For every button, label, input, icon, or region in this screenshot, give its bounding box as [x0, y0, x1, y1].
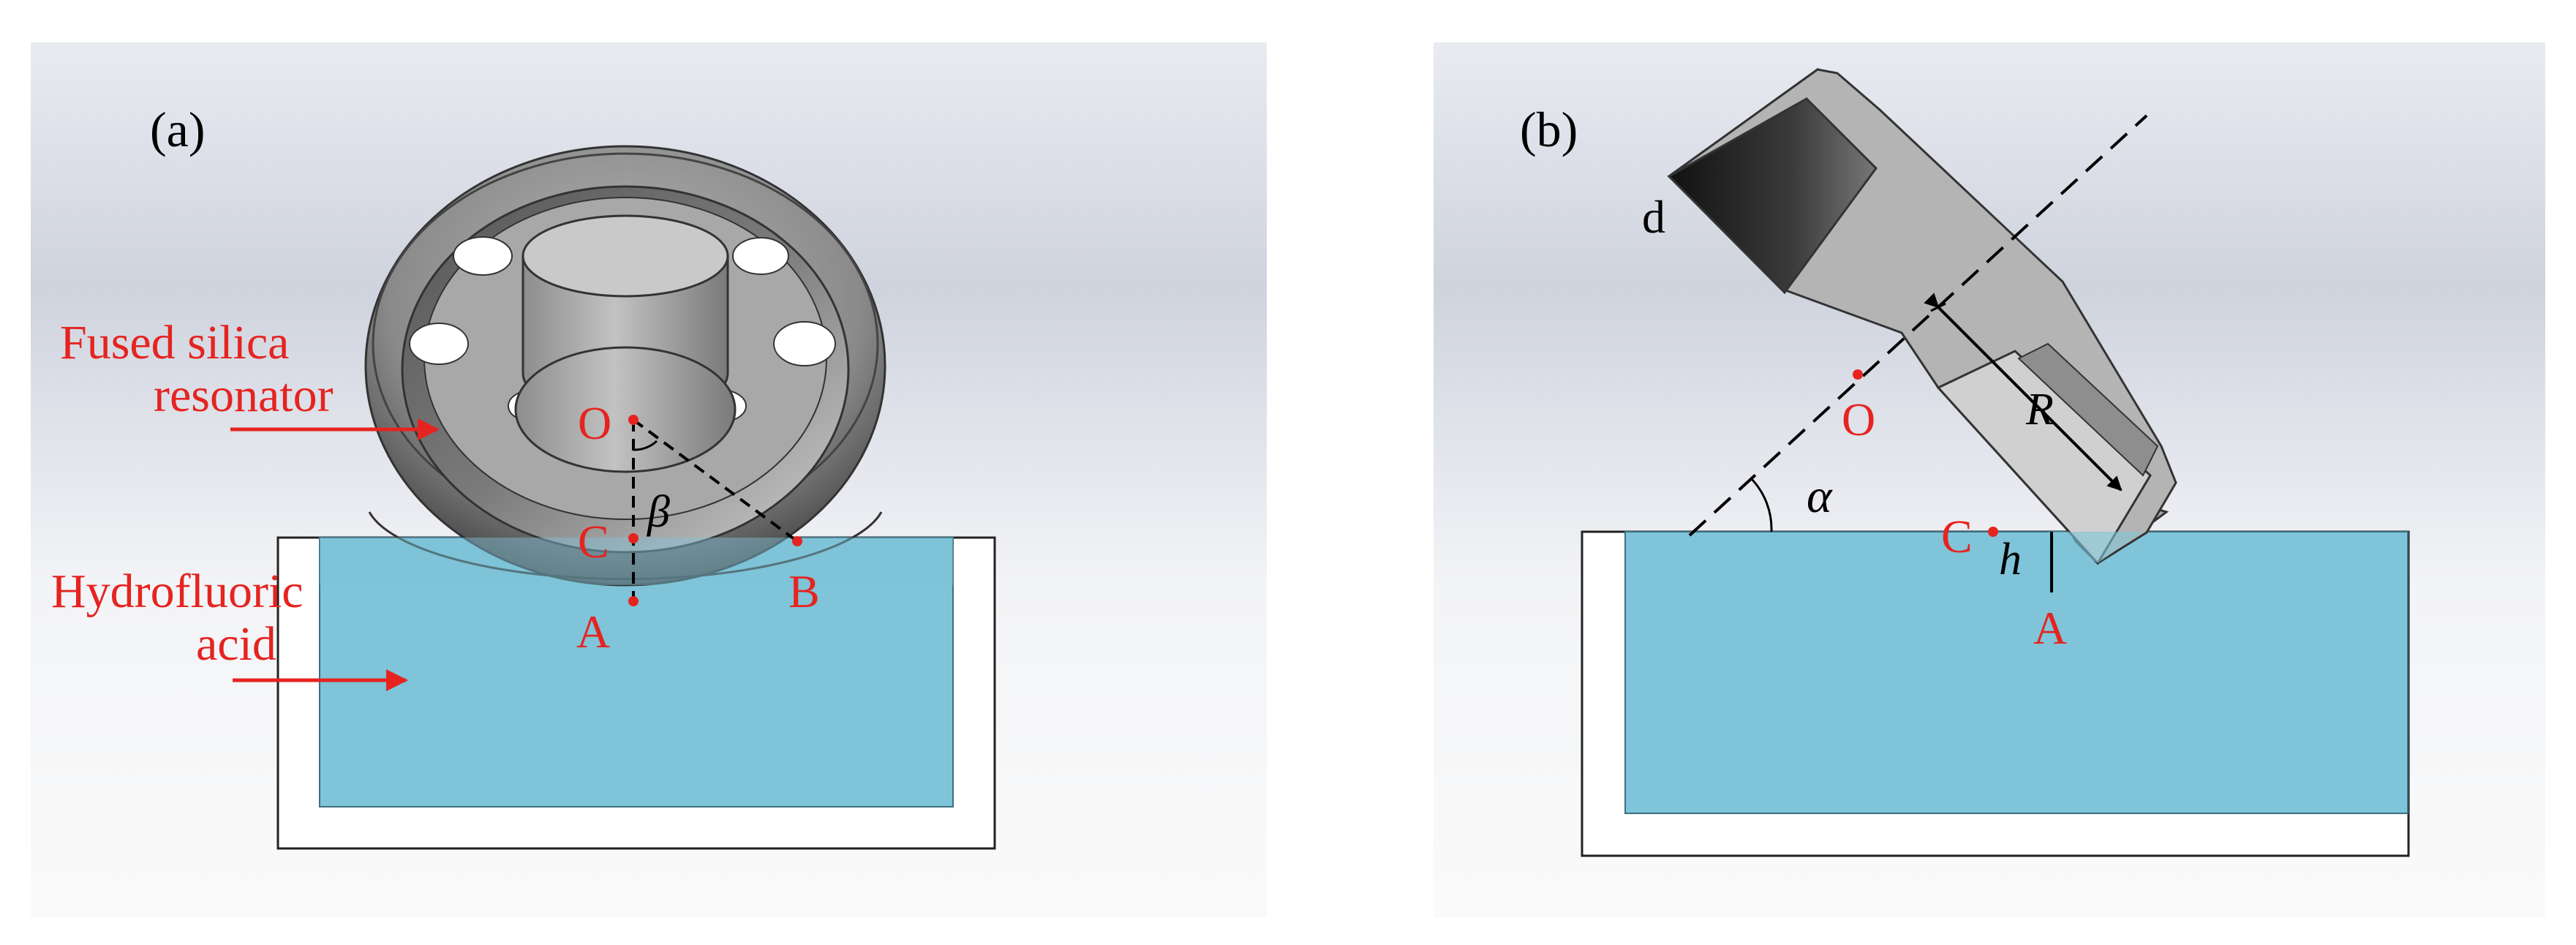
point-c-label: C — [1941, 511, 1973, 562]
resonator-lip — [368, 511, 883, 581]
point-o-label: O — [578, 397, 611, 449]
panel-a: (a) Fused silica resonator Hydrofluoric … — [31, 42, 1267, 917]
point-o-dot — [1853, 369, 1863, 380]
acid-overlay — [320, 538, 953, 585]
resonator-submerged-tip — [2048, 532, 2143, 563]
resonator-label-line1: Fused silica — [60, 316, 289, 369]
tilt-axis — [1688, 114, 2148, 537]
height-label: h — [1999, 535, 2022, 584]
point-c-label: C — [578, 516, 609, 568]
line-ob — [632, 418, 799, 543]
resonator-hub-base — [514, 346, 737, 473]
resonator-side-slot-upper — [1667, 97, 1878, 295]
angle-beta-arc — [633, 440, 658, 451]
acid-label-line1: Hydrofluoric — [51, 565, 304, 618]
panel-b: (b) d O C A R h α — [1434, 42, 2545, 917]
acid-label-line2: acid — [196, 617, 276, 671]
point-o-dot — [628, 415, 639, 425]
panel-a-label: (a) — [150, 102, 205, 157]
resonator-ring — [364, 145, 886, 587]
point-c-dot — [1988, 527, 1998, 537]
point-a-label: A — [576, 606, 610, 658]
radius-label: R — [2025, 385, 2054, 434]
resonator-hole — [732, 237, 789, 275]
point-a-dot — [628, 596, 639, 606]
point-c-dot — [628, 533, 639, 543]
radius-arrow — [1924, 293, 2123, 492]
resonator-hub-top — [521, 214, 729, 298]
resonator-hole — [409, 323, 469, 365]
angle-alpha-label: α — [1807, 470, 1833, 523]
angle-beta-label: β — [647, 487, 670, 537]
point-d-label: d — [1642, 191, 1665, 243]
resonator-hole — [773, 321, 836, 366]
angle-alpha-arc — [1750, 478, 1773, 532]
panel-b-label: (b) — [1520, 102, 1578, 157]
resonator-label-line2: resonator — [154, 369, 334, 422]
point-o-label: O — [1842, 394, 1875, 445]
acid-liquid — [1624, 531, 2409, 814]
point-b-dot — [792, 536, 802, 546]
point-b-label: B — [788, 565, 820, 617]
point-a-label: A — [2033, 602, 2067, 654]
resonator-hole — [453, 236, 513, 276]
